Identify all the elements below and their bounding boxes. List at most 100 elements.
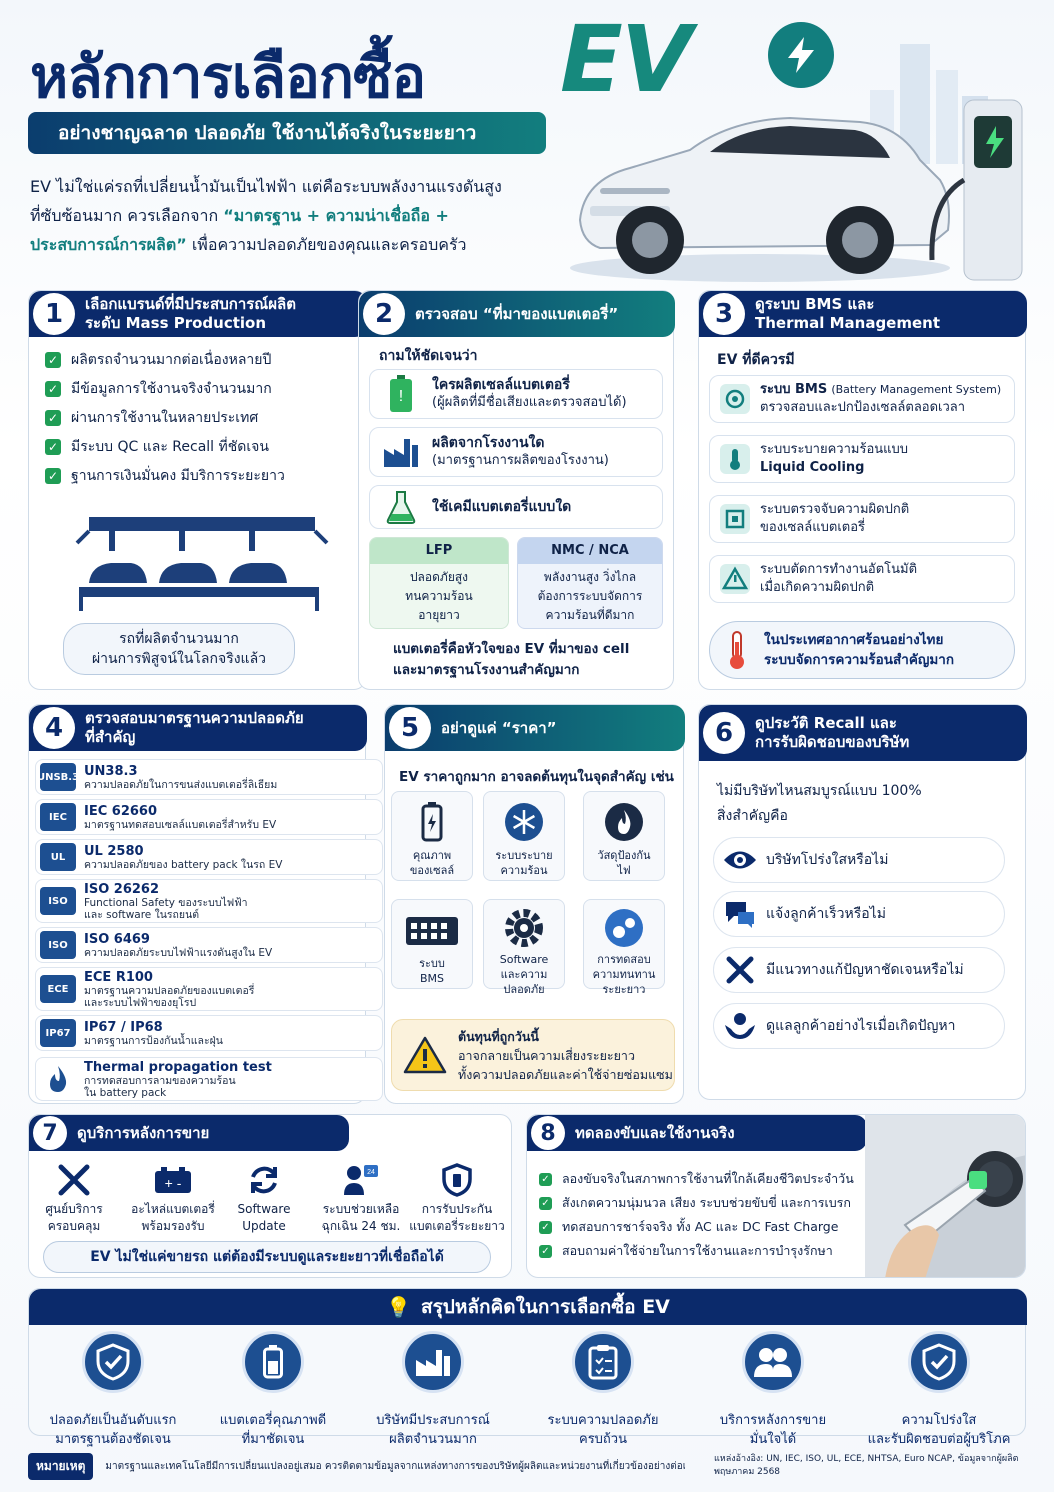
standard-name: ECE R100	[84, 969, 153, 985]
check-icon: ✓	[45, 380, 61, 397]
section-1-card: 1 เลือกแบรนด์ที่มีประสบการณ์ผลิตระดับ Ma…	[28, 290, 367, 690]
battery-icon	[242, 1331, 304, 1393]
section-number: 6	[703, 712, 745, 754]
scan-icon	[710, 504, 760, 534]
lfp-title: LFP	[370, 538, 508, 564]
list-item-label: บริษัทโปร่งใสหรือไม่	[766, 852, 889, 868]
tile-label: คุณภาพ	[412, 849, 452, 862]
row-detail: ตรวจสอบและปกป้องเซลล์ตลอดเวลา	[760, 400, 966, 415]
clipboard-icon	[572, 1331, 634, 1393]
service-label: อะไหล่แบตเตอรี่	[131, 1202, 215, 1216]
summary-label: ครบถ้วน	[579, 1432, 627, 1447]
svg-text:!: !	[399, 388, 403, 405]
section-7-header: 7 ดูบริการหลังการขาย	[29, 1115, 349, 1151]
svg-text:24: 24	[367, 1169, 375, 1176]
lightbulb-icon: 💡	[386, 1295, 411, 1319]
section-number: 4	[33, 707, 75, 749]
gear-icon	[504, 908, 544, 948]
intro-highlight: ประสบการณ์การผลิต”	[30, 235, 187, 254]
standard-description: มาตรฐานความปลอดภัยของแบตเตอรี่	[84, 984, 255, 997]
footer: หมายเหตุ มาตรฐานและเทคโนโลยีมีการเปลี่ยน…	[28, 1448, 1026, 1484]
list-item: ✓ผ่านการใช้งานในหลายประเทศ	[45, 403, 361, 432]
summary-label: ที่มาชัดเจน	[241, 1432, 305, 1447]
section-6-header: 6 ดูประวัติ Recall และการรับผิดชอบของบริ…	[699, 705, 1027, 761]
factory-icon	[402, 1331, 464, 1393]
row-detail: ของเซลล์แบตเตอรี่	[760, 520, 865, 535]
refresh-icon	[223, 1159, 305, 1201]
summary-label: ความโปร่งใส	[901, 1413, 977, 1428]
check-icon: ✓	[45, 438, 61, 455]
row-title: ระบบ BMS	[760, 382, 828, 397]
section-2-card: 2 ตรวจสอบ “ที่มาของแบตเตอรี่” ถามให้ชัดเ…	[358, 290, 675, 690]
summary-header: 💡สรุปหลักคิดในการเลือกซื้อ EV	[29, 1289, 1027, 1325]
fire-icon	[604, 800, 644, 844]
warning-icon	[710, 564, 760, 594]
nmc-point: ความร้อนที่ดีมาก	[545, 608, 635, 622]
section-title: เลือกแบรนด์ที่มีประสบการณ์ผลิต	[85, 295, 296, 313]
standard-description: ความปลอดภัยในการขนส่งแบตเตอรี่ลิเธียม	[84, 778, 278, 791]
list-item: ✓ลองขับจริงในสภาพการใช้งานที่ใกล้เคียงชี…	[539, 1167, 869, 1191]
list-item: แจ้งลูกค้าเร็วหรือไม่	[713, 891, 1005, 937]
list-item: ✓สังเกตความนุ่มนวล เสียง ระบบช่วยขับขี่ …	[539, 1191, 869, 1215]
standard-name: IEC 62660	[84, 803, 158, 819]
hot-thermometer-icon	[710, 630, 764, 670]
standard-description: ความปลอดภัยของ battery pack ในรถ EV	[84, 858, 283, 871]
check-icon: ✓	[45, 467, 61, 484]
list-item-label: มีแนวทางแก้ปัญหาชัดเจนหรือไม่	[766, 962, 964, 978]
nmc-point: ต้องการระบบจัดการ	[537, 589, 643, 603]
footer-ref: แหล่งอ้างอิง: UN, IEC, ISO, UL, ECE, NHT…	[714, 1454, 1019, 1464]
standard-name: UL 2580	[84, 843, 144, 859]
section-title: Thermal Management	[755, 314, 941, 332]
list-item-label: ดูแลลูกค้าอย่างไรเมื่อเกิดปัญหา	[766, 1018, 956, 1034]
lfp-point: ปลอดภัยสูง	[409, 570, 469, 584]
standard-name: ISO 26262	[84, 881, 160, 897]
list-item-label: มีข้อมูลการใช้งานจริงจำนวนมาก	[71, 380, 272, 397]
battery-parts-icon: + -	[123, 1159, 223, 1201]
section-number: 8	[531, 1116, 565, 1150]
note-line: ผ่านการพิสูจน์ในโลกจริงแล้ว	[91, 651, 267, 667]
nmc-title: NMC / NCA	[518, 538, 662, 564]
question-detail: (มาตรฐานการผลิตของโรงงาน)	[432, 453, 609, 468]
tile-label: การทดสอบ	[597, 953, 651, 966]
summary-label: แบตเตอรี่คุณภาพดี	[219, 1413, 327, 1428]
standard-description: มาตรฐานทดสอบเซลล์แบตเตอรี่สำหรับ EV	[84, 818, 277, 831]
intro-line: เพื่อความปลอดภัยของคุณและครอบครัว	[191, 235, 467, 254]
section-4-header: 4 ตรวจสอบมาตรฐานความปลอดภัยที่สำคัญ	[29, 705, 367, 751]
note-line: รถที่ผลิตจำนวนมาก	[119, 631, 239, 647]
tile-label: Software	[499, 953, 549, 966]
service-label: ศูนย์บริการ	[45, 1202, 103, 1216]
warning-title: ต้นทุนที่ถูกวันนี้	[458, 1028, 539, 1044]
standard-logo: UNSB.3	[37, 763, 79, 791]
summary-label: และรับผิดชอบต่อผู้บริโภค	[867, 1432, 1011, 1447]
cutoff-row: ระบบตัดการทำงานอัตโนมัติเมื่อเกิดความผิด…	[709, 555, 1015, 603]
battery-icon	[421, 800, 443, 844]
section-8-card: 8 ทดลองขับและใช้งานจริง ✓ลองขับจริงในสภา…	[526, 1114, 1026, 1278]
standard-description: มาตรฐานการป้องกันน้ำและฝุ่น	[84, 1034, 223, 1047]
tile-label: ความทนทานระยะยาว	[592, 968, 656, 996]
care-hands-icon	[714, 1011, 766, 1041]
section-title: การรับผิดชอบของบริษัท	[755, 733, 910, 751]
tile-label: ไฟ	[617, 864, 631, 877]
section-title: ที่สำคัญ	[85, 728, 136, 746]
section-6-card: 6 ดูประวัติ Recall และการรับผิดชอบของบริ…	[698, 704, 1027, 1100]
summary-item: ความโปร่งใสและรับผิดชอบต่อผู้บริโภค	[849, 1331, 1029, 1449]
section-lead: ถามให้ชัดเจนว่า	[379, 348, 478, 364]
footer-tag: หมายเหตุ	[28, 1452, 94, 1480]
tile-label: ของเซลล์	[409, 864, 455, 877]
lightning-bolt-icon	[768, 22, 834, 88]
lfp-point: ทนความร้อน	[405, 589, 473, 603]
list-item-label: ผลิตรถจำนวนมากต่อเนื่องหลายปี	[71, 351, 272, 368]
summary-label: บริษัทมีประสบการณ์	[376, 1413, 490, 1428]
section-lead: ไม่มีบริษัทไหนสมบูรณ์แบบ 100%สิ่งสำคัญคื…	[717, 779, 922, 829]
question-title: ใช้เคมีแบตเตอรี่แบบใด	[432, 499, 572, 515]
tile-cooling: ระบบระบายความร้อน	[483, 791, 565, 881]
flask-icon	[370, 490, 432, 524]
summary-item: แบตเตอรี่คุณภาพดีที่มาชัดเจน	[193, 1331, 353, 1449]
